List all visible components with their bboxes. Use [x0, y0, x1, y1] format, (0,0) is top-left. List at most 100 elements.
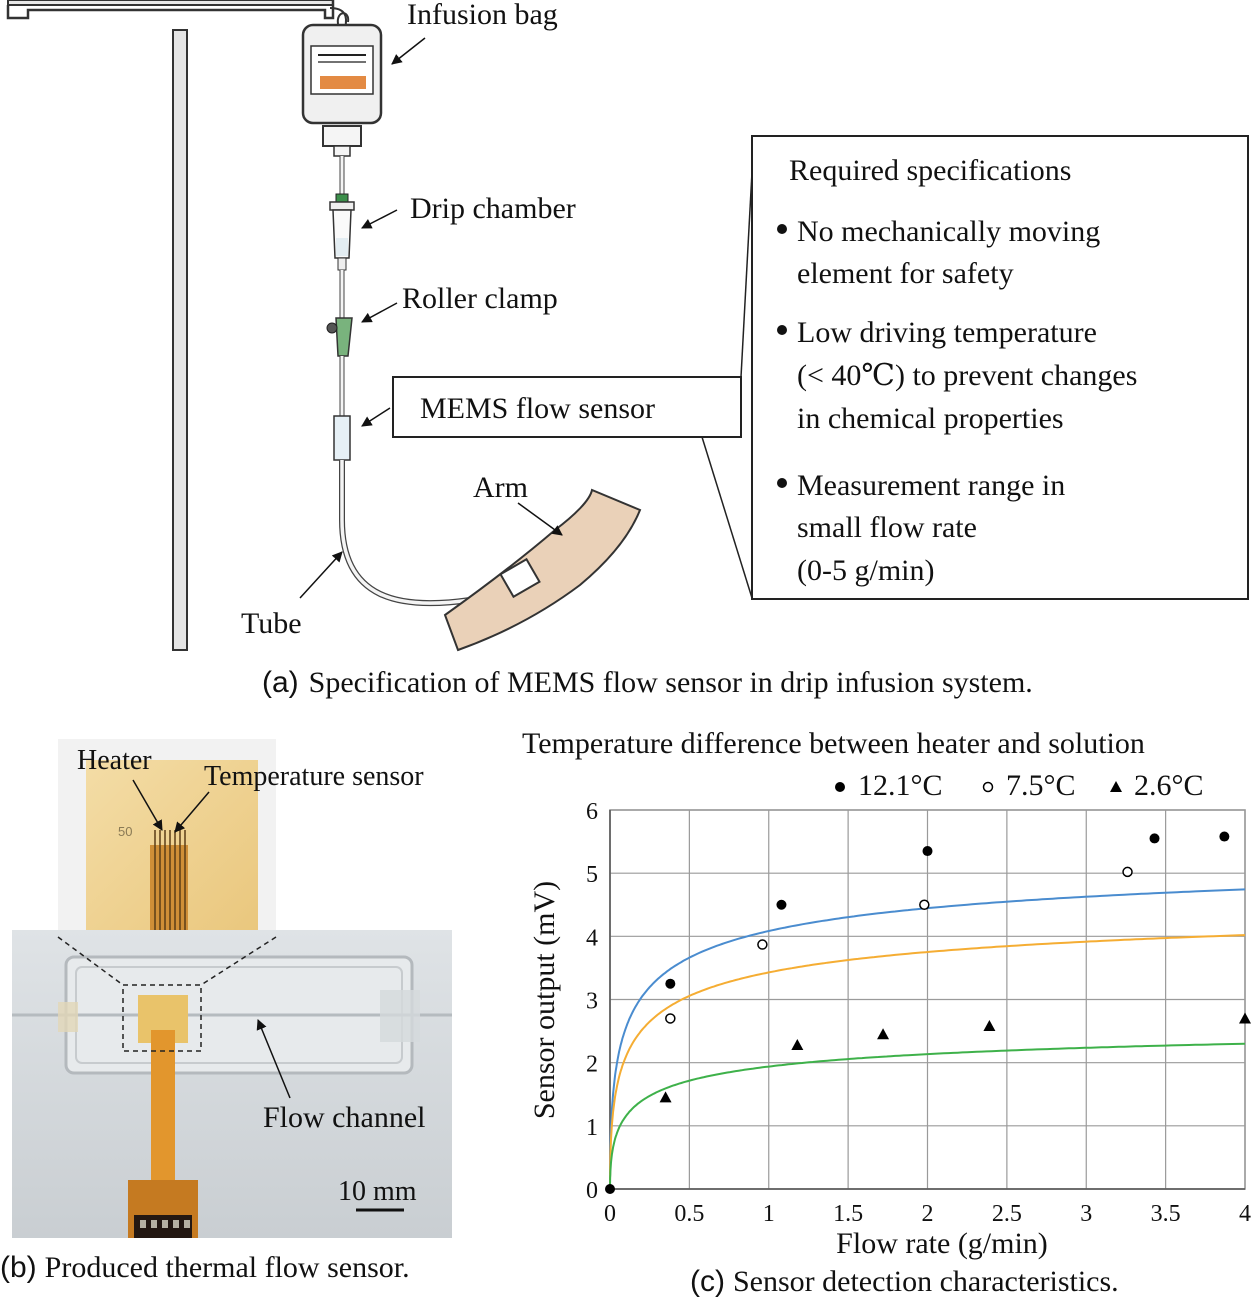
fit-curve-0: [609, 888, 1246, 1189]
caption-b-text: Produced thermal flow sensor.: [45, 1251, 410, 1284]
data-point-series-1: [919, 899, 930, 910]
y-axis-label: Sensor output (mV): [528, 881, 561, 1119]
data-point-series-2: [877, 1028, 890, 1040]
x-tick-label: 3: [1080, 1201, 1092, 1227]
data-point-series-0: [922, 846, 933, 857]
arrow-temperature-sensor: [174, 791, 210, 833]
label-heater: Heater: [77, 745, 152, 776]
data-point-series-0: [1149, 833, 1160, 844]
callout-line-top: [740, 171, 753, 378]
data-point-series-0: [776, 899, 787, 910]
label-flow-channel: Flow channel: [263, 1101, 425, 1134]
data-point-series-2: [791, 1038, 804, 1050]
chart-grid: [609, 809, 1246, 1190]
x-axis-label: Flow rate (g/min): [836, 1227, 1048, 1260]
arrow-drip-chamber: [361, 209, 398, 229]
spec-bullet-1: [777, 224, 787, 234]
legend-marker-0: [835, 782, 845, 792]
label-scale: 10 mm: [338, 1176, 417, 1207]
arrow-roller-clamp: [361, 302, 398, 323]
zoom-line-right: [200, 936, 277, 986]
arm-graphic: [443, 488, 642, 652]
inset-ruler-mark: 50: [118, 824, 132, 839]
legend-label-2: 2.6°C: [1134, 769, 1204, 802]
chart-legend: 12.1°C 7.5°C 2.6°C: [835, 769, 1204, 802]
inset-electrodes: [150, 830, 188, 937]
spec-3-line-1: Measurement range in: [797, 469, 1065, 502]
y-tick-label: 2: [586, 1052, 598, 1078]
legend-marker-1: [982, 781, 994, 793]
spec-title: Required specifications: [789, 154, 1071, 187]
fit-curve-1: [609, 934, 1246, 1189]
chart-fit-curves: [609, 888, 1246, 1189]
caption-b: (b)Produced thermal flow sensor.: [0, 1251, 410, 1284]
chart-points: [605, 831, 1251, 1194]
caption-c: (c)Sensor detection characteristics.: [690, 1265, 1119, 1298]
spec-2-line-2: (< 40℃) to prevent changes: [797, 359, 1137, 392]
zoom-line-left: [57, 936, 124, 986]
iv-stand: [6, 0, 348, 651]
y-tick-label: 0: [586, 1178, 598, 1204]
y-tick-label: 6: [586, 799, 598, 825]
legend-label-0: 12.1°C: [858, 769, 943, 802]
data-point-series-0: [665, 978, 676, 989]
panel-b: 50 Heater Temperature sensor: [0, 739, 452, 1284]
label-tube: Tube: [241, 607, 302, 640]
caption-c-letter: (c): [690, 1265, 725, 1298]
y-tick-label: 4: [586, 925, 598, 951]
x-tick-label: 2.5: [992, 1201, 1022, 1227]
spec-bullet-3: [777, 478, 787, 488]
label-roller-clamp: Roller clamp: [402, 282, 558, 315]
zoom-box: [122, 984, 202, 1052]
data-point-series-2: [659, 1091, 672, 1103]
x-tick-label: 1.5: [833, 1201, 863, 1227]
legend-marker-2: [1110, 781, 1122, 792]
arrow-flow-channel: [256, 1019, 291, 1099]
data-point-series-1: [1122, 866, 1133, 878]
arrow-arm: [517, 502, 563, 536]
x-tick-label: 3.5: [1151, 1201, 1181, 1227]
label-drip-chamber: Drip chamber: [410, 192, 576, 225]
label-mems-flow-sensor: MEMS flow sensor: [420, 392, 655, 425]
spec-2-line-3: in chemical properties: [797, 402, 1064, 435]
arrow-mems: [361, 407, 391, 427]
data-point-series-2: [1239, 1012, 1251, 1024]
label-infusion-bag: Infusion bag: [407, 0, 558, 31]
caption-b-letter: (b): [0, 1251, 37, 1284]
data-point-series-1: [665, 1013, 676, 1024]
data-point-series-0: [1219, 831, 1230, 842]
arrow-tube: [299, 551, 343, 599]
drip-line: [326, 156, 550, 607]
x-tick-label: 4: [1239, 1201, 1251, 1227]
caption-a: (a)Specification of MEMS flow sensor in …: [262, 666, 1033, 699]
x-tick-label: 0: [604, 1201, 616, 1227]
x-tick-label: 1: [763, 1201, 775, 1227]
roller-clamp-graphic: [326, 317, 353, 357]
spec-3-line-3: (0-5 g/min): [797, 554, 934, 587]
spec-box: Required specifications No mechanically …: [751, 135, 1249, 600]
spec-bullet-2: [777, 325, 787, 335]
caption-c-text: Sensor detection characteristics.: [733, 1265, 1119, 1298]
y-tick-label: 1: [586, 1115, 598, 1141]
data-point-series-0: [605, 1184, 615, 1194]
callout-line-bottom: [701, 436, 753, 599]
caption-a-text: Specification of MEMS flow sensor in dri…: [309, 666, 1033, 699]
flow-channel-body: [12, 955, 452, 1075]
bag-fluid-label: [320, 76, 366, 89]
spec-1-line-2: element for safety: [797, 257, 1014, 290]
panel-a: Infusion bag Drip chamber Roller clamp M…: [6, 0, 1249, 699]
label-temperature-sensor: Temperature sensor: [204, 761, 424, 792]
spec-2-line-1: Low driving temperature: [797, 316, 1097, 349]
x-tick-label: 2: [922, 1201, 934, 1227]
fit-curve-2: [609, 1042, 1246, 1189]
mems-label-box: [392, 376, 742, 438]
arrow-infusion-bag: [391, 37, 426, 65]
spec-3-line-2: small flow rate: [797, 511, 977, 544]
panel-c-chart: Temperature difference between heater an…: [522, 727, 1251, 1298]
legend-label-1: 7.5°C: [1006, 769, 1076, 802]
mems-sensor-graphic: [333, 415, 351, 461]
infusion-bag-graphic: [301, 12, 383, 157]
data-point-series-2: [983, 1020, 996, 1032]
